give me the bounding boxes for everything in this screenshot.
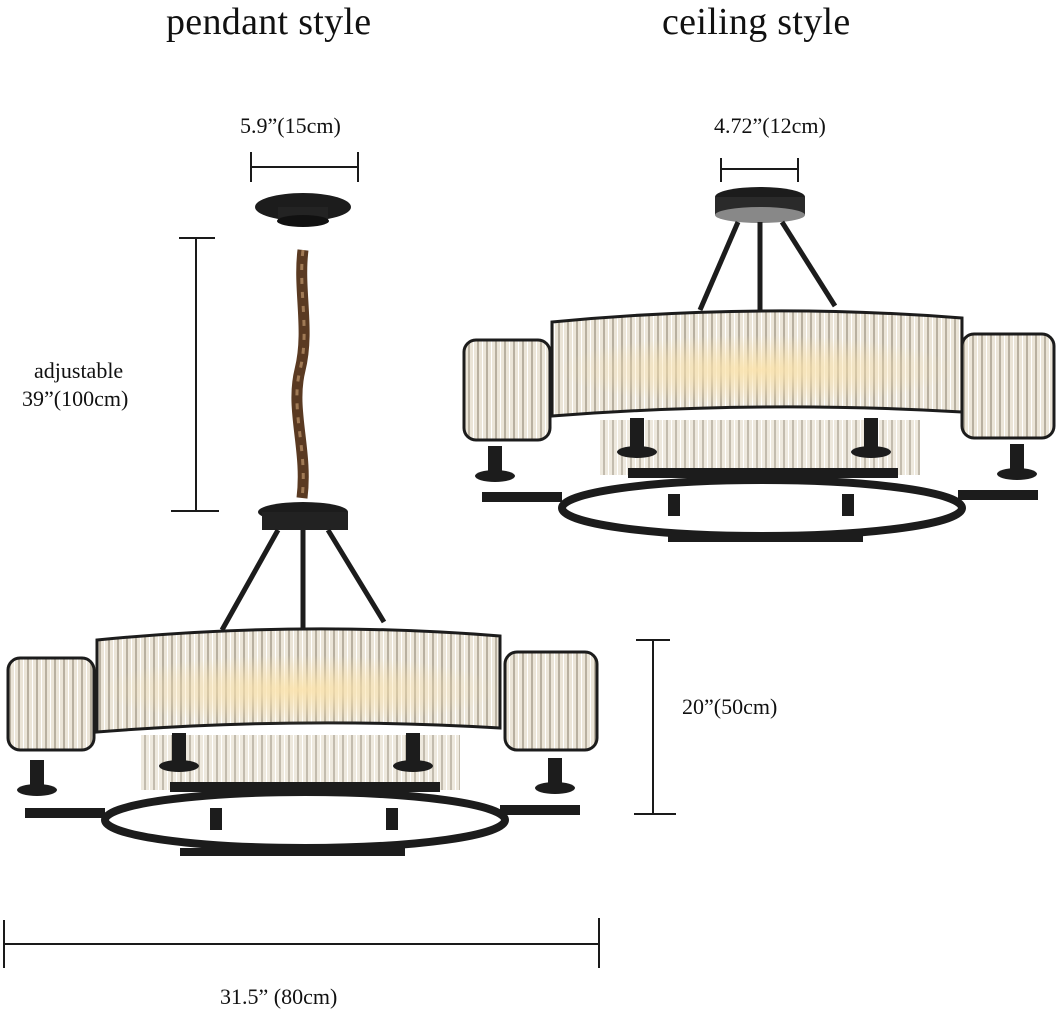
ceiling-chandelier-image: [462, 187, 1056, 542]
ceiling-canopy-width-label: 4.72”(12cm): [714, 113, 826, 138]
pendant-canopy-width-label: 5.9”(15cm): [240, 113, 341, 138]
chain-length-label-line2: 39”(100cm): [22, 386, 129, 411]
pendant-style-title: pendant style: [166, 1, 372, 43]
height-label: 20”(50cm): [682, 694, 778, 719]
pendant-chandelier-image: [6, 193, 599, 856]
width-label: 31.5” (80cm): [220, 984, 338, 1009]
chain-length-label-line1: adjustable: [34, 358, 124, 383]
ceiling-style-title: ceiling style: [662, 1, 851, 43]
